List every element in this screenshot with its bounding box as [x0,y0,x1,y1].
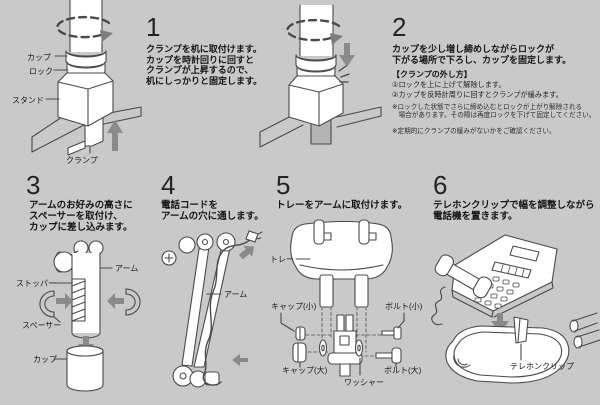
arrow-up-right-icon [238,245,255,260]
up-arrow-icon [107,120,123,151]
part-label-stand: スタンド [12,96,44,105]
tray-slot-left [313,219,332,245]
assembly-dashes [305,306,393,357]
cap-small [295,326,306,341]
step-number: 3 [26,170,41,200]
desk [259,106,382,148]
phone-handset [434,254,493,299]
pole [65,0,107,78]
leader-lines [280,258,405,376]
tray [290,219,393,280]
bolt-large [375,347,402,364]
cup [66,345,104,392]
part-label-arm: アーム [224,290,248,299]
part-label-cup: カップ [33,355,57,364]
tray-hardware-diagram [280,219,405,377]
caution-note-2: ※定期的にクランプの緩みがないかをご確認ください。 [392,128,556,135]
step-number: 2 [392,12,407,42]
stand-body [57,72,114,127]
arm-bracket [327,314,363,377]
cap-large [292,342,307,363]
step-instruction: テレホンクリップで幅を調整しながら 電話機を置きます。 [433,200,595,222]
part-label-phone-clip: テレホンクリップ [510,362,574,371]
step-number: 5 [276,170,291,200]
step-instruction: クランプを机に取付けます。 カップを時計回りに回すと クランプが上昇するので、 … [146,44,263,86]
down-arrow-icon [491,313,509,333]
arm-linkage [161,232,236,388]
arrow-left-icon [232,354,248,366]
step-number: 6 [433,170,448,200]
telephone-tray-diagram [431,234,600,384]
part-label-stopper: ストッパー [16,279,56,288]
pole [295,4,337,81]
telephone-cord [202,230,263,386]
caution-note-1: ※ロックした状態でさらに締め込むとロックが上がり解除される 場合があります。その… [392,104,596,120]
phone-display [509,245,540,262]
step-instruction: アームのお好みの高さに スペーサーを取付け、 カップに差し込みます。 [29,200,133,233]
step-instruction: トレーをアームに取付けます。 [276,200,408,211]
bolt-small [381,326,402,340]
part-label-arm: アーム [115,264,139,273]
part-label-cap-large: キャップ(大) [282,366,328,375]
stand-body [288,75,344,127]
part-label-cup: カップ [27,53,51,62]
phone-clip [513,316,529,344]
part-label-bolt-small: ボルト(小) [385,302,423,311]
part-label-cap-small: キャップ(小) [271,302,317,311]
tray-slot-right [358,219,377,245]
washers [318,339,364,357]
phone-cord-diagram [161,230,263,388]
leader-lines [45,55,91,154]
spacer-clip-left [39,290,55,318]
desk [31,106,142,153]
leader-lines [53,267,113,360]
step-number: 1 [146,12,161,42]
part-label-lock: ロック [29,67,53,76]
tray-legs [319,274,369,308]
step-instruction: 電話コードを アームの穴に通します。 [161,200,264,222]
step-number: 4 [161,170,176,200]
removal-steps: ①ロックを上に上げて解除します。 ②カップを反時計周りに回すとクランプが緩みます… [392,80,563,99]
arm-spacer-diagram [39,240,141,392]
part-label-tray: トレー [270,255,294,264]
clamp-stand-diagram [31,0,142,156]
spacer-clip-right [125,288,141,316]
part-label-washer: ワッシャー [344,378,384,387]
click-marks [338,65,350,83]
arm-pole [71,252,101,339]
step-instruction: カップを少し増し締めしながらロックが 下がる場所で下ろし、カップを固定します。 [392,44,572,65]
arrow-left-icon [107,293,124,309]
tray-3d [445,325,570,384]
part-label-spacer: スペーサー [22,321,62,330]
tray-handle [453,354,471,368]
phone-function-keys [491,261,532,279]
rotation-arrow-icon [56,15,113,42]
rotation-arrow-icon [286,18,343,45]
arm-ends [569,312,600,349]
curly-cord [431,286,446,326]
down-arrow-icon [339,43,355,67]
cup-lock-diagram [259,4,382,148]
telephone [431,234,558,326]
part-label-bolt-large: ボルト(大) [384,366,422,375]
arrow-right-icon [56,293,73,309]
removal-title: 【クランプの外し方】 [392,70,472,79]
part-label-clamp: クランプ [66,156,98,165]
